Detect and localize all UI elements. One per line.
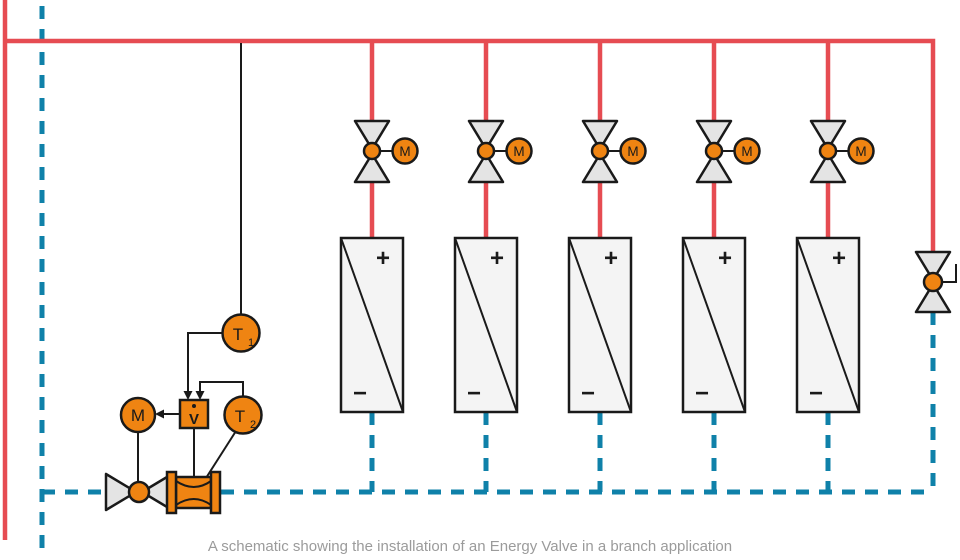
valve-ball [590,141,610,161]
caption-text: A schematic showing the installation of … [208,538,732,555]
valve-body-bottom [914,282,952,314]
coil-minus-label: − [695,380,709,407]
branch-3: M + − [567,43,647,492]
t1-signal-line [187,332,222,391]
flow-computer-label: V [189,411,199,428]
branches: M + − M + − [339,43,875,492]
valve-ball [922,271,944,293]
actuator [733,137,761,165]
coil-minus-label: − [809,380,823,407]
branch-5: M + − [795,43,875,492]
t2-signal-line [199,381,244,396]
coil-plus-label: + [376,245,390,272]
branch-1: M + − [339,43,419,492]
valve-body-bottom [581,152,619,184]
valve-ball [362,141,382,161]
branch-4: M + − [681,43,761,492]
valve-body-top [353,119,391,151]
supply-lines [2,0,936,540]
actuator-label: M [741,144,752,159]
t1-label: T [233,325,243,344]
flow-meter-venturi-top [175,480,212,488]
valve-body-bottom [353,152,391,184]
valve-ball [476,141,496,161]
flow-meter-body [174,475,213,510]
coil-minus-label: − [581,380,595,407]
t1-subscript: 1 [248,337,254,349]
t2-arrowhead [195,391,205,400]
actuator-label: M [855,144,866,159]
actuator-label: M [513,144,524,159]
flow-meter-flange-left [165,470,178,515]
t2-probe-line [205,430,237,479]
flow-meter-flange-right [209,470,222,515]
actuator [505,137,533,165]
branch-2: M + − [453,43,533,492]
t1-arrowhead [183,391,193,400]
valve-handle [941,264,957,283]
valve-body-top [581,119,619,151]
energy-valve-actuator-label: M [131,406,145,425]
coil-plus-label: + [832,245,846,272]
actuator [391,137,419,165]
valve-body-top [914,250,952,282]
bypass-balancing-valve [914,250,957,314]
valve-body-top [467,119,505,151]
flow-to-actuator-arrowhead [155,409,164,419]
t2-label: T [235,407,245,426]
valve-body-bottom [467,152,505,184]
coil-diagonal [340,237,404,413]
supply-header [5,38,936,252]
valve-body-top [695,119,733,151]
coil-diagonal [568,237,632,413]
valve-body-bottom [695,152,733,184]
valve-ball [704,141,724,161]
actuator [619,137,647,165]
temp-sensor-t1 [221,313,261,353]
flow-meter-venturi-bottom [175,498,212,506]
actuator [847,137,875,165]
coil-plus-label: + [490,245,504,272]
valve-body-bottom [809,152,847,184]
coil-minus-label: − [353,380,367,407]
coil-minus-label: − [467,380,481,407]
ball-valve-ball [127,480,151,504]
coil-diagonal [454,237,518,413]
coil-plus-label: + [718,245,732,272]
energy-valve-assembly: T 1 T 2 V M [104,43,263,515]
actuator-label: M [627,144,638,159]
actuator-label: M [399,144,410,159]
coil-diagonal [796,237,860,413]
coil-plus-label: + [604,245,618,272]
temp-sensor-t2 [223,395,263,435]
ball-valve-left-body [104,472,138,512]
t2-subscript: 2 [250,419,256,431]
coil-diagonal [682,237,746,413]
flow-dot-icon [192,404,196,408]
valve-body-top [809,119,847,151]
return-lines [39,6,936,548]
energy-valve-actuator [119,396,157,434]
valve-ball [818,141,838,161]
